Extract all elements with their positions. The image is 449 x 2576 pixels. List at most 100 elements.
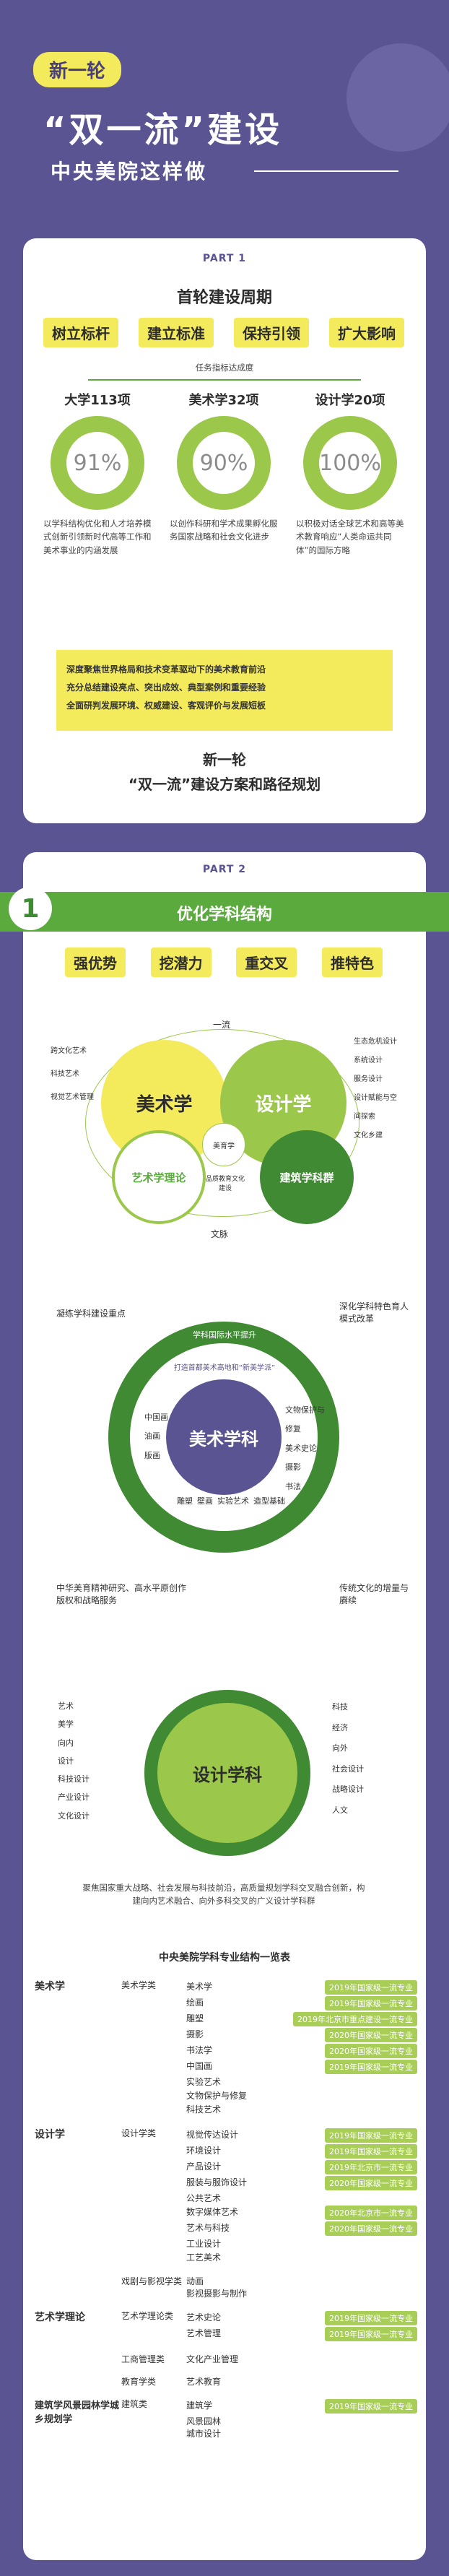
ring-title: 设计学20项 bbox=[315, 393, 385, 408]
bullet-item: 全面研判发展环境、权威建设、客观评价与发展短板 bbox=[66, 701, 266, 711]
tree-item-note: 2019年国家级一流专业 bbox=[325, 2327, 417, 2341]
tree-items: 艺术教育 bbox=[186, 2375, 417, 2388]
tree-item-label: 建筑学 bbox=[186, 2401, 213, 2411]
tree-item: 风景园林 bbox=[186, 2416, 222, 2427]
tree-item-label: 视觉传达设计 bbox=[186, 2130, 239, 2140]
bullet-item: 充分总结建设亮点、突出成效、典型案例和重要经验 bbox=[66, 682, 266, 693]
ring-title: 美术学32项 bbox=[188, 393, 259, 408]
tree-item-label: 美术学 bbox=[186, 1982, 213, 1992]
tree-group: 教育学类 艺术教育 bbox=[35, 2375, 417, 2388]
ring-value: 100% bbox=[319, 450, 381, 476]
bullet-list: 深度聚焦世界格局和技术变革驱动下的美术教育前沿 充分总结建设亮点、突出成效、典型… bbox=[66, 657, 384, 717]
progress-ring: 90% bbox=[177, 416, 271, 510]
arts-center: 美术学科 bbox=[166, 1379, 282, 1495]
venn-right-item: 文化乡建 bbox=[354, 1132, 383, 1140]
tree-item-label: 绘画 bbox=[186, 1998, 204, 2008]
tree-class: 美术学类 bbox=[121, 1980, 157, 1990]
tree-item-note: 2019年国家级一流专业 bbox=[325, 2399, 417, 2414]
tree-items: 动画 影视摄影与制作 bbox=[186, 2275, 417, 2299]
part1-label: PART 1 bbox=[202, 253, 247, 264]
design-item: 战略设计 bbox=[332, 1784, 364, 1795]
plan-title-1: 新一轮 bbox=[203, 751, 246, 768]
arts-item: 美术史论 bbox=[285, 1443, 317, 1453]
tree-class: 教育学类 bbox=[121, 2377, 157, 2387]
design-item: 科技 bbox=[332, 1702, 348, 1712]
section-number: 1 bbox=[9, 887, 52, 930]
design-item: 经济 bbox=[332, 1722, 348, 1732]
goal-label: 任务指标达成度 bbox=[195, 363, 254, 373]
header-badge: 新一轮 bbox=[33, 52, 122, 87]
tree-root: 艺术学理论 bbox=[35, 2312, 85, 2323]
tree-item-note: 2019年国家级一流专业 bbox=[325, 1980, 417, 1995]
arts-item: 雕塑 bbox=[177, 1496, 193, 1506]
design-item: 产业设计 bbox=[58, 1792, 90, 1803]
part1-pill-row: 树立标杆 建立标准 保持引领 扩大影响 bbox=[43, 318, 404, 347]
part1-heading: 首轮建设周期 bbox=[176, 289, 272, 307]
arts-item: 文物保护与修复 bbox=[285, 1405, 325, 1434]
tree-root bbox=[35, 2353, 121, 2365]
tree-item-label: 服装与服饰设计 bbox=[186, 2177, 248, 2187]
section-heading: 优化学科结构 bbox=[176, 906, 272, 924]
design-caption: 聚焦国家重大战略、社会发展与科技前沿，高质量规划学科交叉融合创新，构建向内艺术融… bbox=[82, 1883, 365, 1907]
pill-1: 建立标准 bbox=[139, 318, 214, 347]
arts-item: 造型基础 bbox=[253, 1496, 285, 1506]
tree-item-label: 产品设计 bbox=[186, 2161, 222, 2172]
venn-circle-theory: 艺术学理论 bbox=[112, 1130, 206, 1224]
tree-item-note: 2020年国家级一流专业 bbox=[325, 2176, 417, 2190]
arts-item: 油画 bbox=[144, 1431, 160, 1441]
pill-2: 重交叉 bbox=[236, 947, 297, 977]
venn-circle-arch: 建筑学科群 bbox=[260, 1130, 354, 1224]
bullet-box bbox=[56, 650, 393, 731]
tree-item: 艺术教育 bbox=[186, 2377, 222, 2387]
ring-group-0: 大学113项 91% 以学科结构优化和人才培养模式创新引领新时代高等工作和美术事… bbox=[43, 390, 152, 557]
bullet-item: 深度聚焦世界格局和技术变革驱动下的美术教育前沿 bbox=[66, 664, 266, 675]
arts-left-bottom: 中华美育精神研究、高水平原创作版权和战略服务 bbox=[56, 1583, 187, 1605]
pill-3: 推特色 bbox=[321, 947, 383, 977]
venn-left-item: 跨文化艺术 bbox=[51, 1047, 87, 1055]
tree-item: 实验艺术 bbox=[186, 2077, 222, 2087]
design-item: 社会设计 bbox=[332, 1764, 364, 1774]
design-item: 文化设计 bbox=[58, 1810, 90, 1821]
venn-right-item: 服务设计 bbox=[354, 1075, 383, 1083]
arts-item: 实验艺术 bbox=[217, 1496, 249, 1506]
venn-center2: 品质教育文化建设 bbox=[205, 1176, 245, 1192]
tree-item: 服装与服饰设计 2020年国家级一流专业 bbox=[186, 2176, 417, 2190]
tree-item-note: 2020年国家级一流专业 bbox=[325, 2028, 417, 2042]
ring-desc: 以积极对话全球艺术和高等美术教育响应“人类命运共同体”的国际方略 bbox=[296, 519, 404, 555]
design-item: 设计 bbox=[58, 1756, 74, 1766]
arts-item: 中国画 bbox=[144, 1413, 168, 1422]
tree-item-note: 2019年国家级一流专业 bbox=[325, 2060, 417, 2074]
tree-group: 工商管理类 文化产业管理 bbox=[35, 2353, 417, 2365]
tree-item-label: 雕塑 bbox=[186, 2013, 204, 2024]
arts-item: 摄影 bbox=[285, 1462, 301, 1473]
tree-item: 科技艺术 bbox=[186, 2104, 222, 2115]
pill-3: 扩大影响 bbox=[329, 318, 404, 347]
tree-item-note: 2020年国家级一流专业 bbox=[325, 2044, 417, 2058]
arts-inner: 打造首都美术高地和“新美学派” bbox=[173, 1364, 276, 1372]
tree-item-note: 2019年国家级一流专业 bbox=[325, 2144, 417, 2159]
tree-root: 建筑学风景园林学城乡规划学 bbox=[35, 2401, 120, 2425]
pill-0: 树立标杆 bbox=[43, 318, 118, 347]
tree-item-label: 环境设计 bbox=[186, 2146, 222, 2156]
venn-left-item: 视觉艺术管理 bbox=[51, 1093, 94, 1101]
pill-0: 强优势 bbox=[65, 947, 126, 977]
ring-value: 90% bbox=[199, 450, 248, 476]
venn-right-item: 系统设计 bbox=[354, 1057, 383, 1064]
tree-item: 城市设计 bbox=[186, 2429, 222, 2439]
venn-center: 美育学 bbox=[202, 1123, 245, 1166]
arts-right-top: 深化学科特色育人模式改革 bbox=[339, 1301, 409, 1324]
tree-item-label: 数字媒体艺术 bbox=[186, 2207, 239, 2217]
arts-items-right: 文物保护与修复 美术史论 摄影 书法 bbox=[285, 1401, 328, 1496]
design-center: 设计学科 bbox=[144, 1690, 310, 1856]
tree-item: 公共艺术 bbox=[186, 2193, 222, 2203]
